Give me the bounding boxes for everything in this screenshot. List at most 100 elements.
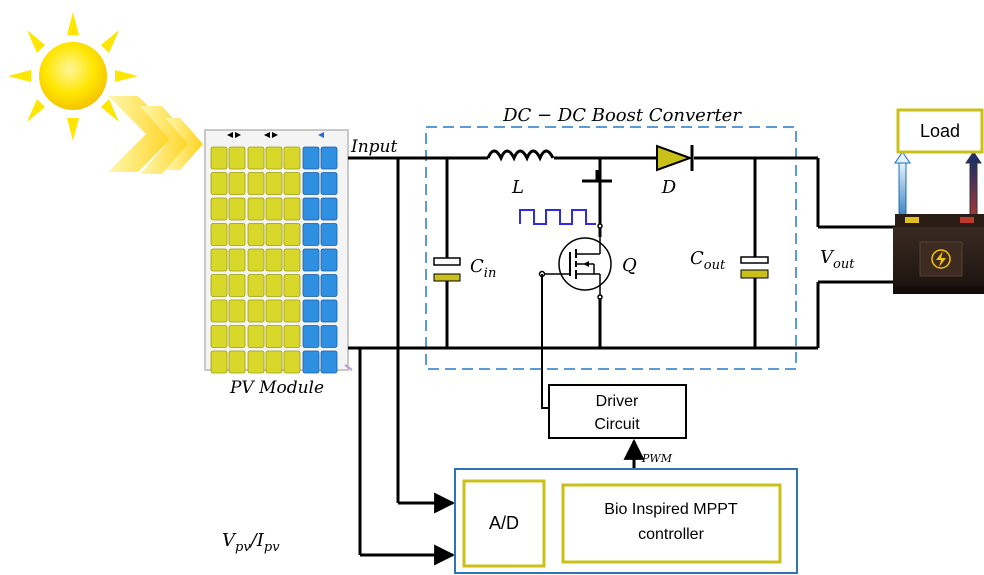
pv-cell	[228, 197, 246, 221]
pv-cell	[320, 299, 338, 323]
input-capacitor-icon	[433, 257, 461, 282]
pv-cell	[265, 172, 283, 195]
pv-cell	[210, 325, 228, 348]
driver-circuit-line1: Driver	[596, 393, 639, 410]
pv-cell	[210, 299, 228, 323]
driver-circuit-box	[548, 384, 687, 439]
pv-cell	[228, 146, 246, 170]
pv-cell	[265, 197, 283, 221]
sensing-wires	[358, 158, 456, 566]
pv-cell	[228, 350, 246, 374]
mppt-controller-line1: Bio Inspired MPPT	[604, 501, 738, 518]
pv-cell	[210, 274, 228, 297]
inductor-icon	[486, 149, 555, 162]
pv-cell	[265, 350, 283, 374]
pv-cell	[283, 248, 301, 272]
pv-cell	[247, 350, 265, 374]
pv-cell	[247, 223, 265, 246]
pv-cell	[265, 274, 283, 297]
pv-cell	[302, 248, 320, 272]
pv-cell	[210, 223, 228, 246]
boost-converter-boundary	[425, 126, 797, 370]
pv-cell	[228, 299, 246, 323]
load-box	[896, 108, 984, 154]
pv-cell	[302, 299, 320, 323]
pv-cell	[210, 350, 228, 374]
output-capacitor-icon	[740, 256, 769, 279]
pv-cell	[283, 274, 301, 297]
pv-cell	[247, 197, 265, 221]
pv-cell	[283, 223, 301, 246]
pv-cell	[302, 223, 320, 246]
diode-label: D	[661, 177, 677, 198]
pv-cell	[320, 223, 338, 246]
pv-cell	[320, 274, 338, 297]
vpv-ipv-label: Vpv/Ipv	[222, 530, 280, 555]
pv-cell	[265, 223, 283, 246]
mppt-controller-box	[561, 483, 782, 564]
switch-label: Q	[622, 255, 637, 276]
sunlight-rays-icon	[108, 96, 203, 174]
pv-cell	[283, 146, 301, 170]
pv-cell	[265, 146, 283, 170]
sun-icon	[8, 12, 138, 141]
mosfet-switch-icon	[538, 170, 612, 300]
pv-module-icon	[204, 129, 353, 374]
driver-circuit-line2: Circuit	[594, 416, 640, 433]
battery-icon	[893, 214, 984, 294]
pv-cell	[247, 299, 265, 323]
pv-cell	[320, 350, 338, 374]
circuit-wires	[348, 156, 898, 350]
pv-cell	[228, 223, 246, 246]
pv-cell	[247, 325, 265, 348]
pv-cell	[247, 274, 265, 297]
pv-cell	[320, 325, 338, 348]
ad-converter-label: A/D	[489, 513, 519, 533]
pv-cell	[320, 197, 338, 221]
pv-cell	[210, 172, 228, 195]
pv-cell	[283, 350, 301, 374]
pv-cell	[302, 197, 320, 221]
gate-drive-wire	[541, 274, 549, 409]
ad-converter-box	[462, 479, 546, 568]
cin-label: Cin	[470, 256, 496, 281]
load-label: Load	[920, 121, 960, 141]
pv-cell	[210, 248, 228, 272]
pv-cell	[265, 248, 283, 272]
vout-label: Vout	[820, 247, 855, 272]
pv-cell	[228, 274, 246, 297]
cout-label: Cout	[690, 248, 726, 273]
pv-cell	[228, 325, 246, 348]
pv-cell	[302, 146, 320, 170]
pv-cell	[228, 248, 246, 272]
pv-cell	[247, 172, 265, 195]
pv-cell	[302, 325, 320, 348]
pv-cell	[320, 146, 338, 170]
input-label: Input	[350, 137, 397, 157]
pv-cell	[247, 248, 265, 272]
pwm-signal-icon	[519, 209, 596, 225]
pv-cell	[320, 172, 338, 195]
pv-cell	[265, 299, 283, 323]
pv-cell	[320, 248, 338, 272]
pv-cell	[302, 172, 320, 195]
diode-icon	[656, 144, 694, 172]
inductor-label: L	[511, 177, 524, 198]
converter-title: DC − DC Boost Converter	[502, 105, 742, 126]
pv-cell	[283, 325, 301, 348]
pv-cell	[265, 325, 283, 348]
mppt-controller-line2: controller	[638, 526, 704, 543]
pv-cell	[210, 197, 228, 221]
pv-cell	[210, 146, 228, 170]
pv-cell	[283, 299, 301, 323]
pv-cell	[283, 172, 301, 195]
pv-cell	[302, 350, 320, 374]
pv-cell	[228, 172, 246, 195]
pv-cell	[247, 146, 265, 170]
pv-module-label: PV Module	[229, 378, 324, 398]
pv-cell	[302, 274, 320, 297]
pv-cell	[283, 197, 301, 221]
pwm-label: PWM	[641, 452, 673, 465]
